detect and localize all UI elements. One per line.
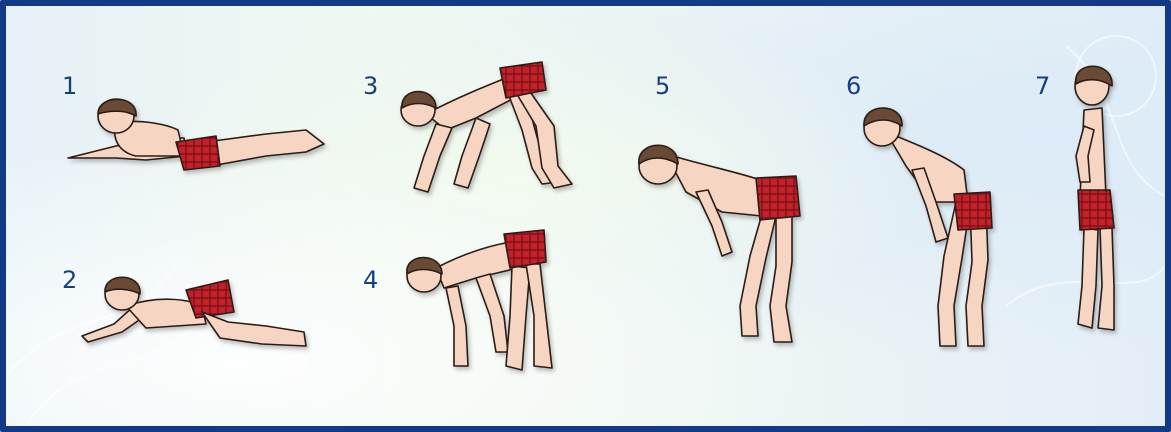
figure-6-rising [864,108,992,346]
figure-7-standing [1075,66,1114,330]
figure-1-lying [68,99,324,170]
figure-3-bear-crawl [401,62,572,192]
figure-4-bending-low [407,230,552,370]
figure-2-crawling [82,277,306,346]
figure-5-hands-on-knees [639,145,800,342]
exercise-figures [6,6,1165,426]
